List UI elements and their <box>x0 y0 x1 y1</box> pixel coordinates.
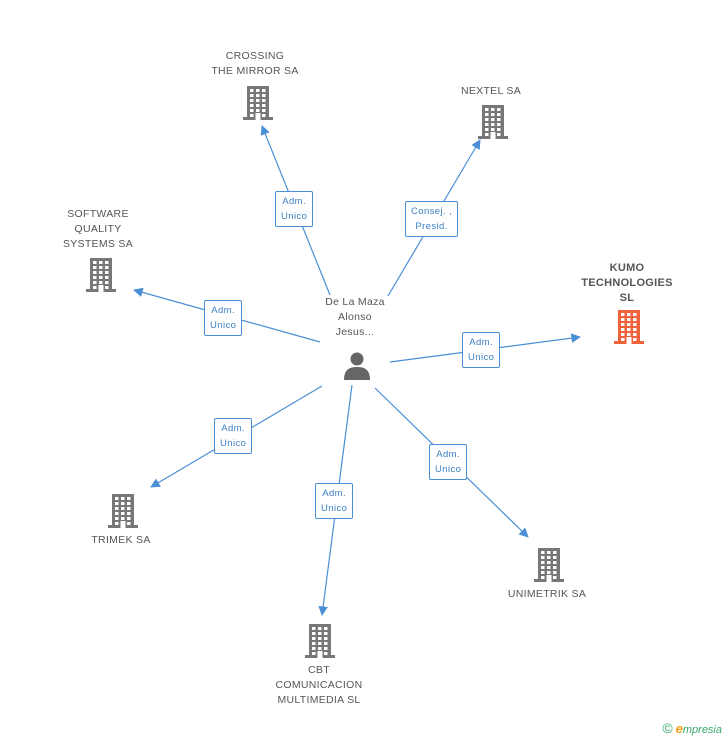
company-label-crossing[interactable]: CROSSING THE MIRROR SA <box>211 50 299 77</box>
person-icon[interactable] <box>341 350 373 382</box>
company-label-software[interactable]: SOFTWARE QUALITY SYSTEMS SA <box>62 208 134 250</box>
relation-label-cbt: Adm. Unico <box>315 483 354 519</box>
company-label-nextel[interactable]: NEXTEL SA <box>460 85 522 97</box>
relation-label-trimek: Adm. Unico <box>214 418 253 454</box>
building-icon-kumo[interactable] <box>614 310 644 344</box>
relation-label-nextel: Consej. , Presid. <box>405 201 459 237</box>
building-icon-crossing[interactable] <box>243 86 273 120</box>
relation-label-kumo: Adm. Unico <box>462 332 501 368</box>
building-icon-software[interactable] <box>86 258 116 292</box>
relation-label-software: Adm. Unico <box>204 300 243 336</box>
brand-logo-e: e <box>675 721 683 736</box>
building-icon-trimek[interactable] <box>108 494 138 528</box>
building-icon-nextel[interactable] <box>478 105 508 139</box>
relation-label-crossing: Adm. Unico <box>275 191 314 227</box>
building-icon-cbt[interactable] <box>305 624 335 658</box>
relation-label-unimetrik: Adm. Unico <box>429 444 468 480</box>
company-label-trimek[interactable]: TRIMEK SA <box>91 534 151 546</box>
building-icon-unimetrik[interactable] <box>534 548 564 582</box>
company-label-cbt[interactable]: CBT COMUNICACION MULTIMEDIA SL <box>275 664 363 706</box>
brand-logo: ©empresia <box>662 720 722 736</box>
center-person-label: De La Maza Alonso Jesus... <box>325 296 385 338</box>
brand-logo-text: mpresia <box>682 724 722 736</box>
copyright-icon: © <box>662 720 673 736</box>
company-label-unimetrik[interactable]: UNIMETRIK SA <box>507 588 587 600</box>
company-label-kumo[interactable]: KUMO TECHNOLOGIES SL <box>581 262 673 304</box>
